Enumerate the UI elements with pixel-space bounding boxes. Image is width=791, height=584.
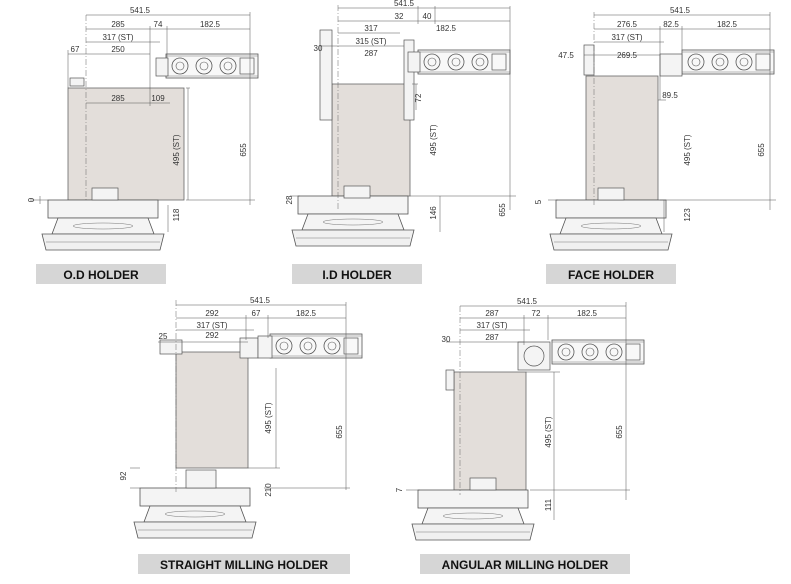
- id-dim-28: 28: [285, 195, 294, 204]
- straight-dim-541-5: 541.5: [250, 296, 271, 305]
- id-dim-315-st: 315 (ST): [355, 37, 386, 46]
- straight-dim-317-st: 317 (ST): [196, 321, 227, 330]
- panel-id-holder: 541.5 32 40 317 182.5 315 (ST) 30 287 72…: [285, 0, 516, 284]
- angular-dim-182-5: 182.5: [577, 309, 598, 318]
- od-dim-541-5: 541.5: [130, 6, 151, 15]
- angular-dim-72: 72: [532, 309, 541, 318]
- id-work-area: [331, 83, 411, 197]
- straight-label-bar: [138, 554, 350, 574]
- straight-milling-holder-title: STRAIGHT MILLING HOLDER: [160, 558, 328, 572]
- id-dim-146: 146: [429, 206, 438, 220]
- angular-work-area: [453, 371, 527, 491]
- id-dim-655: 655: [498, 203, 507, 217]
- straight-chuck-icon: [133, 487, 257, 539]
- face-dim-5: 5: [534, 199, 543, 204]
- od-work-area: [67, 87, 185, 201]
- od-dim-655: 655: [239, 143, 248, 157]
- straight-dim-67: 67: [252, 309, 261, 318]
- od-holder-title: O.D HOLDER: [63, 268, 139, 282]
- od-dim-182-5: 182.5: [200, 20, 221, 29]
- face-dim-123: 123: [683, 208, 692, 222]
- panel-angular-milling-holder: 541.5 287 72 182.5 317 (ST) 30 287 495 (…: [395, 297, 645, 574]
- od-dim-250: 250: [111, 45, 125, 54]
- face-dim-89-5: 89.5: [662, 91, 678, 100]
- angular-chuck-icon: [411, 489, 535, 541]
- face-turret-icon: [681, 49, 775, 75]
- id-dim-32: 32: [395, 12, 404, 21]
- od-dim-109: 109: [151, 94, 165, 103]
- id-chuck-icon: [291, 195, 415, 247]
- angular-dim-30: 30: [442, 335, 451, 344]
- id-label-bar: [292, 264, 422, 284]
- od-dim-67: 67: [71, 45, 80, 54]
- angular-dim-541-5: 541.5: [517, 297, 538, 306]
- angular-dim-655: 655: [615, 425, 624, 439]
- id-dim-30: 30: [314, 44, 323, 53]
- angular-dim-317-st: 317 (ST): [476, 321, 507, 330]
- angular-dim-287-b: 287: [485, 333, 499, 342]
- id-dim-317: 317: [364, 24, 378, 33]
- angular-dim-495-st: 495 (ST): [544, 416, 553, 447]
- face-dim-495-st: 495 (ST): [683, 134, 692, 165]
- id-holder-title: I.D HOLDER: [322, 268, 392, 282]
- od-dim-118: 118: [172, 208, 181, 221]
- straight-work-area: [175, 351, 249, 469]
- face-dim-47-5: 47.5: [558, 51, 574, 60]
- face-chuck-icon: [549, 199, 673, 251]
- od-dim-317-st: 317 (ST): [102, 33, 133, 42]
- face-dim-269-5: 269.5: [617, 51, 638, 60]
- straight-dim-495-st: 495 (ST): [264, 402, 273, 433]
- face-dim-317-st: 317 (ST): [611, 33, 642, 42]
- angular-dim-287: 287: [485, 309, 499, 318]
- straight-dim-292: 292: [205, 309, 219, 318]
- angular-turret-icon: [551, 339, 645, 365]
- od-dim-74: 74: [154, 20, 163, 29]
- angular-dim-7: 7: [395, 487, 404, 492]
- id-dim-40: 40: [423, 12, 432, 21]
- od-dim-0: 0: [27, 197, 36, 202]
- panel-od-holder: 541.5 285 74 182.5 317 (ST) 67 250 285 1…: [27, 6, 259, 284]
- angular-label-bar: [420, 554, 630, 574]
- straight-dim-92: 92: [119, 471, 128, 480]
- od-dim-495-st: 495 (ST): [172, 134, 181, 165]
- face-dim-82-5: 82.5: [663, 20, 679, 29]
- straight-dim-210: 210: [264, 483, 273, 497]
- angular-milling-holder-title: ANGULAR MILLING HOLDER: [442, 558, 609, 572]
- face-work-area: [585, 75, 659, 201]
- angular-dim-111: 111: [544, 498, 553, 511]
- face-dim-655: 655: [757, 143, 766, 157]
- od-dim-285: 285: [111, 20, 125, 29]
- id-dim-495-st: 495 (ST): [429, 124, 438, 155]
- panel-face-holder: 541.5 276.5 82.5 182.5 317 (ST) 47.5 269…: [534, 6, 776, 284]
- straight-turret-icon: [269, 333, 363, 359]
- straight-dim-25: 25: [159, 332, 168, 341]
- id-dim-182-5: 182.5: [436, 24, 457, 33]
- id-turret-icon: [417, 49, 511, 75]
- face-holder-title: FACE HOLDER: [568, 268, 654, 282]
- face-dim-276-5: 276.5: [617, 20, 638, 29]
- id-dim-72: 72: [414, 93, 423, 102]
- face-label-bar: [546, 264, 676, 284]
- face-dim-182-5: 182.5: [717, 20, 738, 29]
- id-dim-541-5: 541.5: [394, 0, 415, 8]
- straight-dim-292-b: 292: [205, 331, 219, 340]
- id-dim-287: 287: [364, 49, 378, 58]
- panel-straight-milling-holder: 541.5 292 67 182.5 317 (ST) 25 292 495 (…: [119, 296, 363, 574]
- straight-dim-655: 655: [335, 425, 344, 439]
- od-label-bar: [36, 264, 166, 284]
- od-turret-icon: [165, 53, 259, 79]
- od-chuck-icon: [41, 199, 165, 251]
- od-dim-285-inner: 285: [111, 94, 125, 103]
- face-dim-541-5: 541.5: [670, 6, 691, 15]
- straight-dim-182-5: 182.5: [296, 309, 317, 318]
